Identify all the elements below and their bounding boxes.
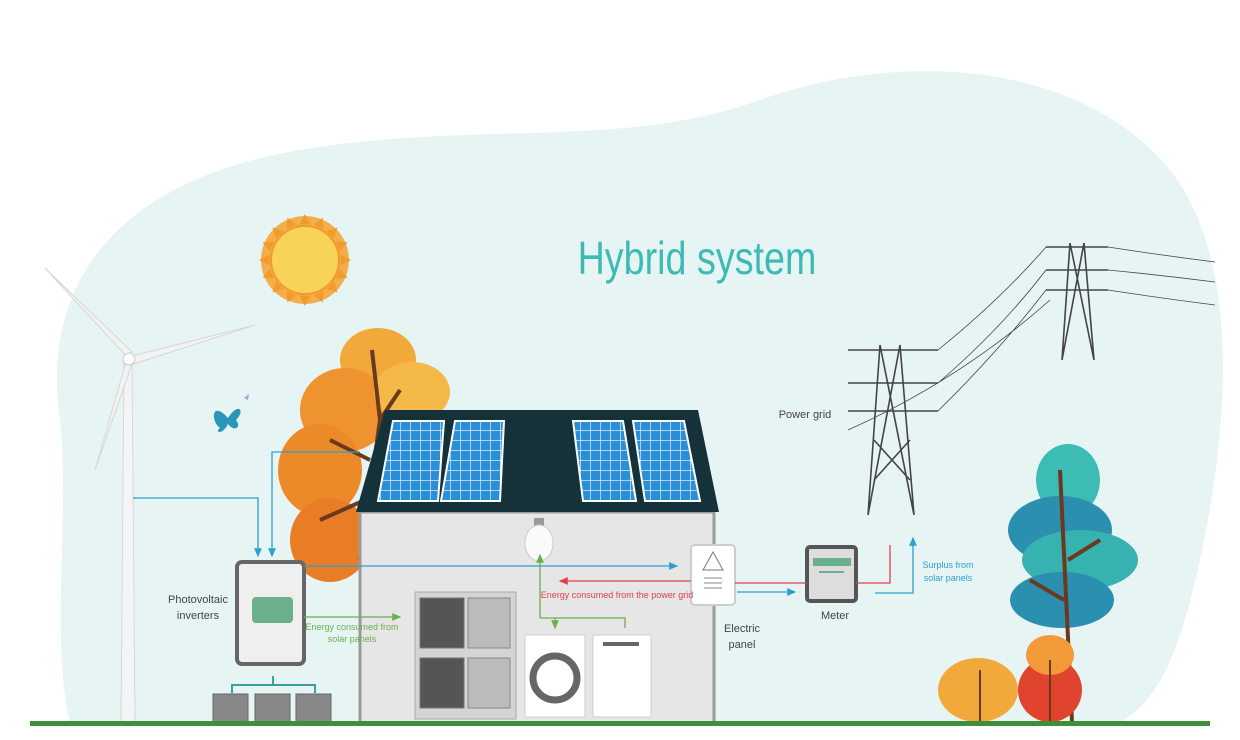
sun-ray [299,295,311,306]
house [356,410,719,725]
label-electric-panel: panel [729,639,756,651]
battery-storage-cabinet [414,591,517,720]
sun-ray [335,241,348,252]
label-inverters: Photovoltaic [168,594,228,606]
label-solar-consumed: solar panels [328,634,377,644]
label-grid-consumed: Energy consumed from the power grid [541,590,694,600]
label-power-grid: Power grid [779,409,832,421]
solar-panel [631,420,702,502]
label-solar-consumed: Energy consumed from [305,622,398,632]
sun-ray [286,290,297,303]
sun-ray [286,217,297,230]
sun-ray [299,214,311,225]
sun-ray [272,227,284,239]
label-electric-panel: Electric [724,623,761,635]
flow-arrows [133,451,917,628]
electric-panel [690,544,736,606]
sun-ray [262,268,275,279]
label-inverters: inverters [177,610,220,622]
solar-panel [571,420,638,502]
sun-ray [340,254,351,266]
title: Hybrid system [578,232,817,283]
label-meter: Meter [821,610,849,622]
dishwasher-icon [592,634,652,718]
photovoltaic-inverter [235,560,306,666]
labels: Power grid Photovoltaic inverters Energy… [168,409,973,651]
power-grid-towers [847,242,1216,516]
sun-ray [313,217,324,230]
orange-tree-icon [278,328,450,582]
meter [805,545,858,603]
sun-ray [326,281,338,293]
solar-panel [439,420,506,502]
sun-ray [313,290,324,303]
sun-ray [259,254,270,266]
label-surplus: solar panels [924,573,973,583]
sun-ray [262,241,275,252]
sun-ray [326,227,338,239]
sun-icon [259,214,351,306]
solar-panel [376,420,446,502]
batteries [212,676,332,723]
sun-ray [335,268,348,279]
ground-line [30,721,1210,726]
teal-tree-icon [1008,444,1138,723]
autumn-bushes-icon [938,635,1082,722]
sun-ray [272,281,284,293]
label-surplus: Surplus from [922,560,973,570]
butterfly-icon [213,394,249,432]
washing-machine-icon [524,634,586,718]
